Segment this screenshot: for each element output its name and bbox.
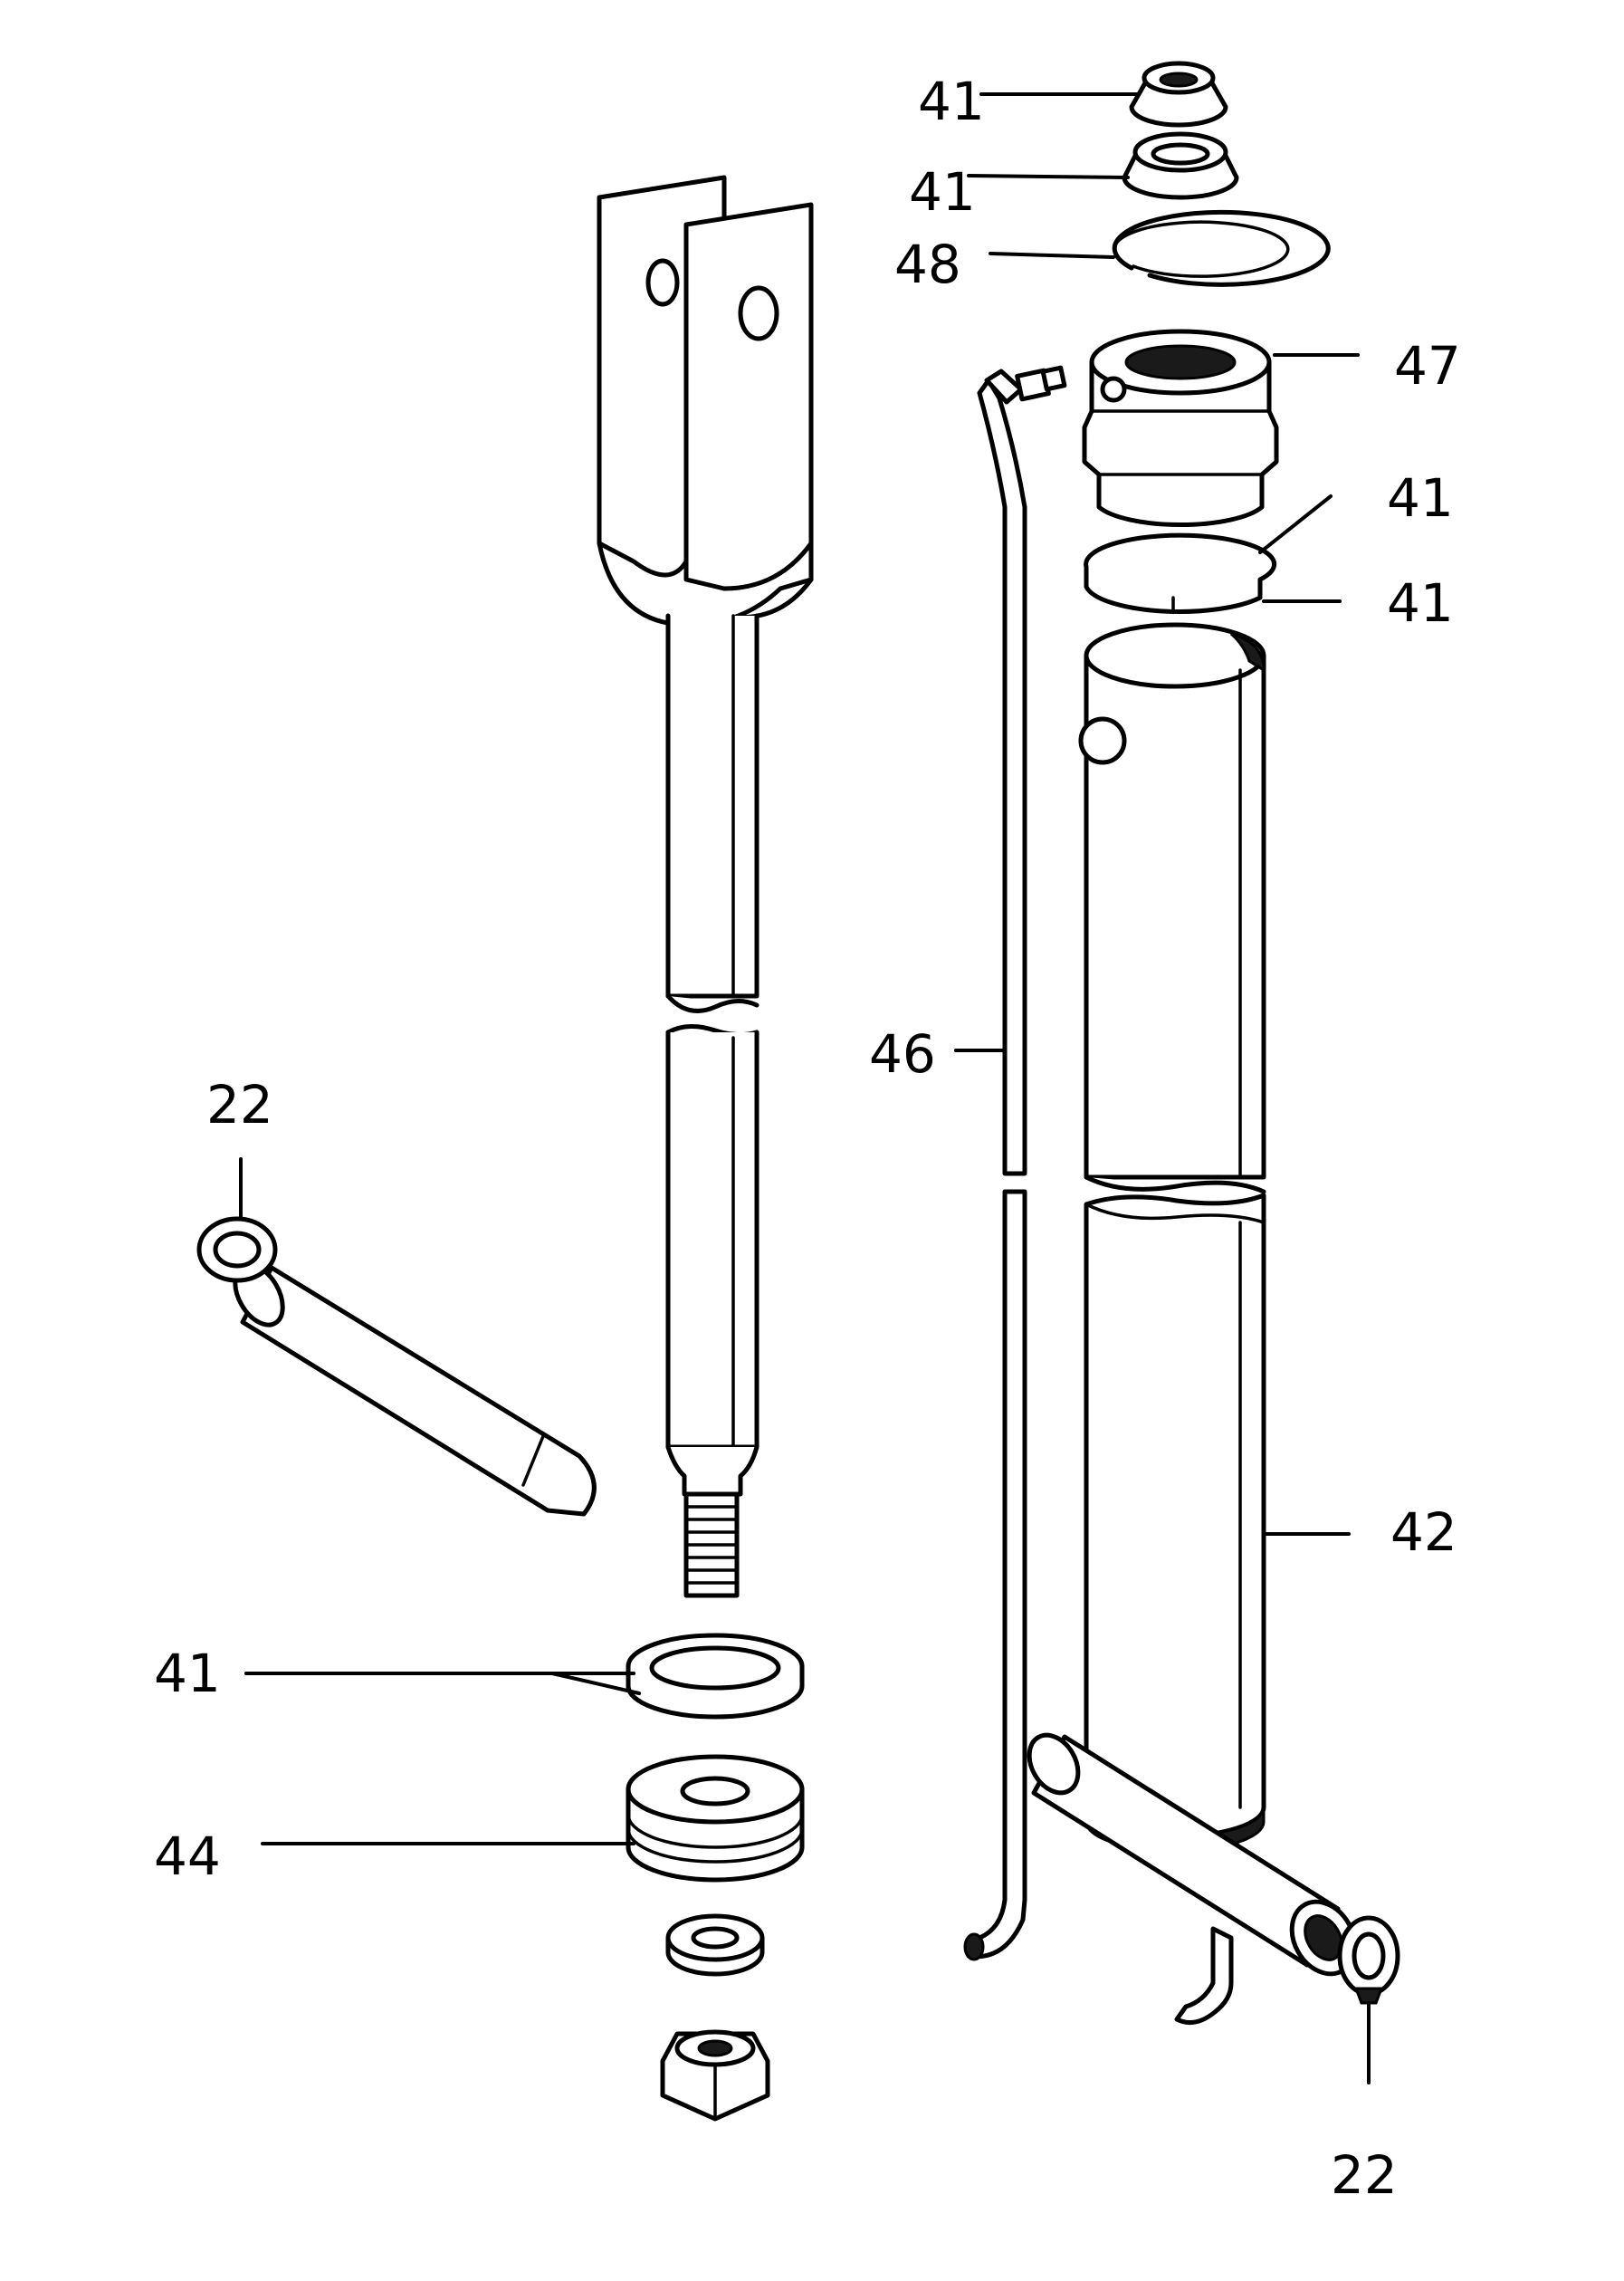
seal-cap-top — [1129, 61, 1228, 128]
clevis-rod — [597, 175, 814, 1598]
hex-nut — [660, 2029, 770, 2122]
seal-ring-left — [626, 1633, 805, 1720]
piston-rings — [1084, 532, 1277, 614]
callout-47: 47 — [1394, 335, 1461, 397]
callout-42: 42 — [1390, 1501, 1457, 1563]
cylinder-barrel-upper — [1078, 622, 1266, 1194]
pipe-elbow — [1174, 1926, 1234, 2026]
pivot-pin — [233, 1262, 597, 1517]
callout-44: 44 — [154, 1826, 221, 1887]
cross-tube — [1027, 1732, 1358, 1977]
leader-lines — [239, 92, 1371, 2085]
callout-22-right: 22 — [1331, 2144, 1398, 2206]
callout-41-top: 41 — [918, 71, 985, 132]
callout-46: 46 — [869, 1023, 936, 1085]
callout-41-left: 41 — [154, 1643, 221, 1704]
cylinder-barrel-lower — [1084, 1193, 1266, 1853]
callout-48: 48 — [894, 234, 961, 295]
thread-lines — [684, 1505, 739, 1585]
oil-pipe — [963, 365, 1067, 1961]
callout-41-right-upper: 41 — [1387, 467, 1454, 529]
snap-ring — [1112, 209, 1331, 287]
small-washer — [665, 1913, 765, 1977]
circlip-left — [196, 1216, 278, 1283]
circlip-right — [1337, 1915, 1400, 2005]
callout-41-right-lower: 41 — [1387, 572, 1454, 634]
thick-washer — [626, 1754, 805, 1883]
callout-41-second: 41 — [909, 161, 976, 223]
gland-nut — [1082, 329, 1279, 528]
seal-cap-second — [1122, 131, 1239, 200]
callout-22-left: 22 — [206, 1074, 273, 1136]
